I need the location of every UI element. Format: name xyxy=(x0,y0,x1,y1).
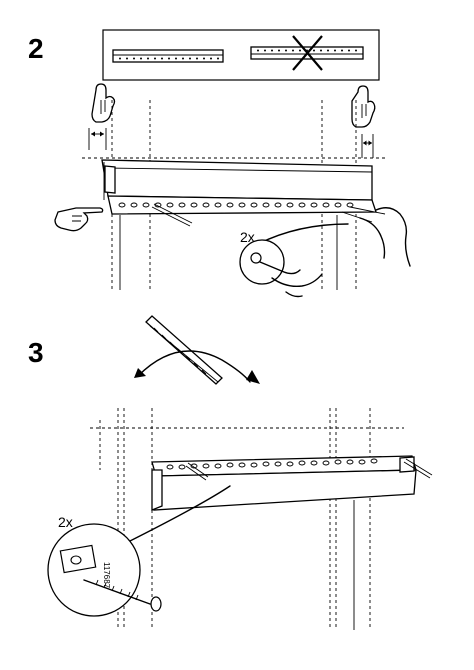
rotate-rail-icon xyxy=(145,315,223,385)
step-3-number: 3 xyxy=(28,337,44,368)
hand-left-icon xyxy=(91,83,116,123)
hand-right-icon xyxy=(351,85,376,128)
rail-correct-icon xyxy=(112,49,224,63)
detail-callout-step2 xyxy=(239,223,349,298)
part-number: 117687 xyxy=(102,562,111,589)
rail-step3 xyxy=(151,455,433,511)
dimension-right xyxy=(361,134,374,158)
rotate-arrow-icon xyxy=(134,350,260,384)
rail-incorrect-icon xyxy=(250,35,364,71)
orientation-box xyxy=(102,29,380,81)
hand-screwdriver-icon xyxy=(341,207,411,267)
step-2-quantity: 2x xyxy=(240,229,255,245)
step-2-number: 2 xyxy=(28,33,44,64)
dimension-left xyxy=(88,128,107,150)
detail-callout-step3: 117687 xyxy=(47,485,231,617)
cross-icon xyxy=(292,35,323,71)
pointing-hand-icon xyxy=(54,207,104,232)
cabinet-outline-step3 xyxy=(90,408,404,630)
cabinet-outline-step2 xyxy=(82,100,386,290)
step-3-quantity: 2x xyxy=(58,514,73,530)
rail-step2 xyxy=(101,159,386,227)
